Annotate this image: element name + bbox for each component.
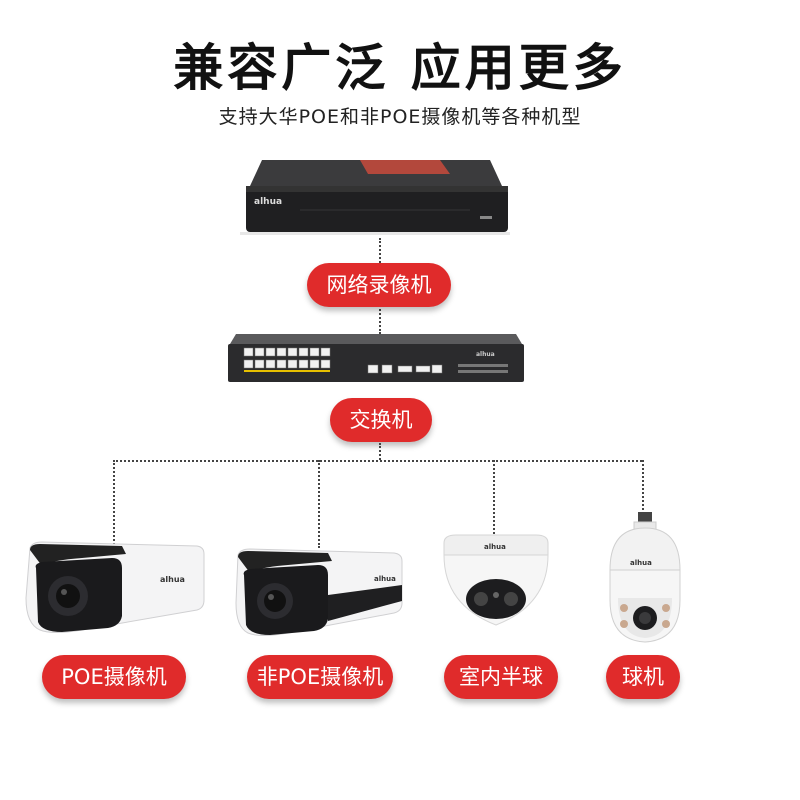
connector-bus <box>113 460 642 462</box>
non-poe-camera-image: alhua <box>235 548 403 636</box>
nvr-brand-logo: alhua <box>254 197 282 207</box>
poe-camera-image: alhua <box>25 541 205 633</box>
nvr-image: alhua <box>240 160 510 235</box>
connector-drop-2 <box>318 460 320 548</box>
connector-drop-4 <box>642 460 644 518</box>
page-title: 兼容广泛 应用更多 <box>173 39 627 97</box>
switch-label: 交换机 <box>330 398 432 442</box>
speed-dome-image: alhua <box>609 512 681 643</box>
camera4-brand-logo: alhua <box>630 559 652 567</box>
camera-label-dome: 室内半球 <box>444 655 558 699</box>
connector-drop-1 <box>113 460 115 548</box>
connector-switch-bus <box>379 443 381 460</box>
camera-label-speed-dome: 球机 <box>606 655 680 699</box>
dome-camera-image: alhua <box>443 534 549 626</box>
camera1-brand-logo: alhua <box>160 575 185 584</box>
camera-label-poe: POE摄像机 <box>42 655 186 699</box>
switch-brand-logo: alhua <box>476 351 495 358</box>
connector-drop-3 <box>493 460 495 538</box>
camera-label-non-poe: 非POE摄像机 <box>247 655 393 699</box>
camera3-brand-logo: alhua <box>484 543 506 551</box>
nvr-label: 网络录像机 <box>307 263 451 307</box>
switch-image: alhua <box>228 334 524 382</box>
page-subtitle: 支持大华POE和非POE摄像机等各种机型 <box>218 106 582 128</box>
camera2-brand-logo: alhua <box>374 575 396 583</box>
